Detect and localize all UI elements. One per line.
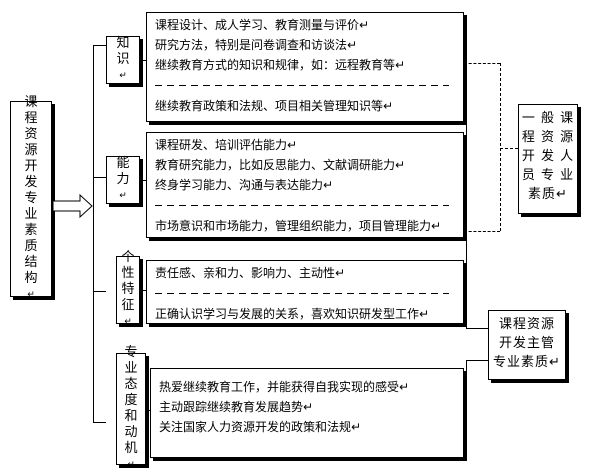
- category-traits-label: 个性特征 ↵: [121, 250, 134, 330]
- lead-attitude-tick: [464, 424, 467, 425]
- content-line: 继续教育方式的知识和规律，如：远程教育等↵: [155, 58, 406, 72]
- content-line: 研究方法，特别是问卷调查和访谈法↵: [155, 38, 358, 52]
- lead-horizontal: [466, 328, 488, 329]
- dash-knowledge-to-general: [464, 63, 500, 64]
- category-knowledge-label: 知识 ↵: [116, 36, 129, 84]
- root-title-char: 专: [24, 191, 38, 206]
- lead-quality-box: 课程资源开发主管专业素质↵: [488, 310, 566, 380]
- general-quality-text: 一 般 课程 资 源开 发 人员 专 业素质↵: [519, 109, 577, 204]
- root-title-char: 发: [24, 175, 38, 190]
- category-label-char: 能: [116, 156, 130, 171]
- category-label-char: 度: [124, 393, 138, 408]
- connector-knowledge: [140, 60, 146, 61]
- category-knowledge-box: 知识 ↵: [106, 36, 140, 84]
- category-label-char: 专: [124, 345, 138, 360]
- quality-line: 开发主管: [498, 336, 555, 351]
- lead-traits-tick: [464, 314, 467, 315]
- root-title: 课程资源开发专业素质结构 ↵: [24, 95, 37, 303]
- category-label-char: 动: [124, 425, 138, 440]
- quality-line: 课程资源: [498, 317, 555, 332]
- lead-top-tick: [464, 98, 467, 99]
- content-line: 关注国家人力资源开发的政策和法规↵: [159, 420, 362, 434]
- category-label-char: 机: [124, 441, 138, 456]
- category-label-char: 性: [121, 266, 135, 281]
- paragraph-mark: ↵: [124, 317, 132, 327]
- root-structure-box: 课程资源开发专业素质结构 ↵: [10, 95, 52, 300]
- branch-line-knowledge: [93, 45, 106, 46]
- category-label-char: 知: [116, 36, 130, 51]
- quality-line: 程 资 源: [521, 130, 575, 145]
- dashed-divider: [155, 199, 449, 210]
- content-line-extra: 继续教育政策和法规、项目相关管理知识等↵: [155, 99, 394, 113]
- paragraph-mark: ↵: [119, 191, 127, 201]
- general-quality-box: 一 般 课程 资 源开 发 人员 专 业素质↵: [518, 104, 578, 214]
- content-line: 终身学习能力、沟通与表达能力↵: [155, 178, 334, 192]
- root-title-char: 构: [24, 271, 38, 286]
- connector-attitude: [146, 410, 150, 411]
- category-label-char: 力: [116, 172, 130, 187]
- content-line: 课程设计、成人学习、教育测量与评价↵: [155, 18, 370, 32]
- lead-vertical: [466, 98, 467, 328]
- root-title-char: 质: [24, 239, 38, 254]
- content-ability-box: 课程研发、培训评估能力↵ 教育研究能力，比如反思能力、文献调研能力↵ 终身学习能力、…: [146, 132, 464, 238]
- category-label-char: 征: [121, 298, 135, 313]
- paragraph-mark: ↵: [27, 290, 35, 300]
- category-label-char: 识: [116, 52, 130, 67]
- content-knowledge-box: 课程设计、成人学习、教育测量与评价↵ 研究方法，特别是问卷调查和访谈法↵ 继续教育方…: [146, 12, 464, 122]
- quality-line: 专业素质↵: [493, 355, 561, 370]
- trunk-line: [93, 45, 94, 422]
- lead-attitude-vertical: [466, 360, 467, 424]
- quality-line: 员 专 业: [521, 168, 575, 183]
- content-line: 主动跟踪继续教育发展趋势↵: [159, 400, 314, 414]
- quality-line: 开 发 人: [521, 149, 575, 164]
- dashed-divider: [155, 79, 449, 90]
- category-label-char: 态: [124, 377, 138, 392]
- category-attitude-box: 专业态度和动机 ↵: [116, 345, 146, 470]
- branch-line-traits: [93, 291, 106, 292]
- quality-line: 一 般 课: [521, 111, 575, 126]
- root-title-char: 素: [24, 223, 38, 238]
- category-label-char: 特: [121, 282, 135, 297]
- content-line: 教育研究能力，比如反思能力、文献调研能力↵: [155, 158, 406, 172]
- lead-ability-tick: [464, 225, 467, 226]
- root-title-char: 开: [24, 159, 38, 174]
- branch-line-attitude: [93, 422, 106, 423]
- lead-attitude-horizontal: [466, 360, 488, 361]
- category-label-char: 和: [124, 409, 138, 424]
- branch-line-ability: [93, 177, 106, 178]
- connector-traits: [140, 290, 146, 291]
- content-traits-box: 责任感、亲和力、影响力、主动性↵ 正确认识学习与发展的关系，喜欢知识研发型工作↵: [146, 260, 464, 324]
- category-label-char: 业: [124, 361, 138, 376]
- category-ability-box: 能力 ↵: [106, 156, 140, 204]
- quality-line: 素质↵: [528, 187, 568, 202]
- root-title-char: 源: [24, 143, 38, 158]
- category-attitude-label: 专业态度和动机 ↵: [124, 345, 137, 473]
- content-line-extra: 市场意识和市场能力，管理组织能力，项目管理能力↵: [155, 219, 442, 233]
- root-title-char: 程: [24, 111, 38, 126]
- root-title-char: 结: [24, 255, 38, 270]
- dash-to-general-box: [500, 148, 518, 149]
- root-title-char: 课: [24, 95, 38, 110]
- content-line-extra: 正确认识学习与发展的关系，喜欢知识研发型工作↵: [155, 307, 430, 321]
- dash-ability-to-general: [464, 231, 500, 232]
- root-title-char: 业: [24, 207, 38, 222]
- content-attitude-box: 热爱继续教育工作，并能获得自我实现的感受↵ 主动跟踪继续教育发展趋势↵ 关注国家人力…: [150, 368, 464, 458]
- dash-general-vertical: [500, 63, 501, 231]
- root-title-char: 资: [24, 127, 38, 142]
- content-line: 热爱继续教育工作，并能获得自我实现的感受↵: [159, 380, 410, 394]
- category-label-char: 个: [121, 250, 135, 265]
- connector-ability: [140, 180, 146, 181]
- dashed-divider: [155, 287, 449, 298]
- category-ability-label: 能力 ↵: [116, 156, 129, 204]
- content-line: 责任感、亲和力、影响力、主动性↵: [155, 266, 346, 280]
- paragraph-mark: ↵: [119, 71, 127, 81]
- paragraph-mark: ↵: [127, 460, 135, 470]
- hollow-arrow-icon: [52, 193, 93, 219]
- content-line: 课程研发、培训评估能力↵: [155, 138, 298, 152]
- lead-quality-text: 课程资源开发主管专业素质↵: [489, 315, 565, 372]
- category-traits-box: 个性特征 ↵: [116, 250, 140, 327]
